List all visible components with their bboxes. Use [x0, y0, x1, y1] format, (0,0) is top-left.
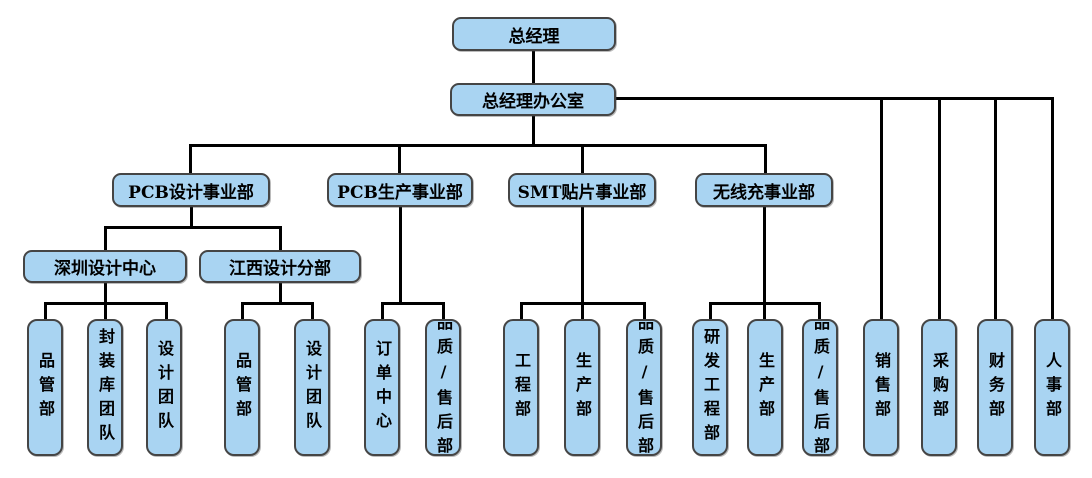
connector-line [381, 302, 384, 319]
node-gm-office: 总经理办公室 [450, 83, 616, 116]
connector-line [1051, 97, 1054, 319]
node-quality-dept-shenzhen: 品管部 [27, 319, 63, 456]
node-jiangxi-design-branch: 江西设计分部 [199, 250, 361, 283]
connector-line [442, 302, 445, 319]
node-smt-division: SMT贴片事业部 [508, 173, 656, 207]
connector-line [279, 226, 282, 251]
connector-line [581, 144, 584, 173]
node-engineering-dept: 工程部 [503, 319, 539, 456]
node-design-team-jiangxi: 设计团队 [294, 319, 330, 456]
connector-line [398, 144, 401, 173]
node-quality-dept-jiangxi: 品管部 [224, 319, 260, 456]
connector-line [399, 207, 402, 305]
connector-line [104, 226, 282, 229]
node-quality-aftersales-pcb: 品质/售后部 [425, 319, 461, 456]
connector-line [709, 302, 821, 305]
node-hr-dept: 人事部 [1034, 319, 1070, 456]
connector-line [764, 144, 767, 173]
connector-line [44, 302, 168, 305]
node-production-dept-wireless: 生产部 [747, 319, 783, 456]
node-finance-dept: 财务部 [977, 319, 1013, 456]
node-shenzhen-design-center: 深圳设计中心 [23, 250, 187, 283]
connector-line [616, 97, 1054, 100]
connector-line [818, 302, 821, 319]
node-order-center: 订单中心 [364, 319, 400, 456]
node-general-manager: 总经理 [452, 17, 616, 51]
node-quality-aftersales-smt: 品质/售后部 [626, 319, 662, 456]
connector-line [763, 207, 766, 319]
connector-line [279, 283, 282, 305]
node-pcb-design-division: PCB设计事业部 [112, 173, 270, 207]
connector-line [532, 51, 535, 83]
connector-line [880, 97, 883, 319]
node-footprint-library-team: 封装库团队 [87, 319, 123, 456]
node-sales-dept: 销售部 [863, 319, 899, 456]
connector-line [520, 302, 523, 319]
connector-line [165, 302, 168, 319]
node-pcb-production-division: PCB生产事业部 [327, 173, 473, 207]
connector-line [643, 302, 646, 319]
connector-line [311, 302, 314, 319]
connector-line [104, 226, 107, 251]
connector-line [532, 116, 535, 147]
connector-line [709, 302, 712, 319]
connector-line [381, 302, 445, 305]
connector-line [190, 207, 193, 229]
connector-line [994, 97, 997, 319]
connector-line [189, 144, 192, 173]
node-rnd-engineering-dept: 研发工程部 [692, 319, 728, 456]
node-design-team-shenzhen: 设计团队 [146, 319, 182, 456]
node-quality-aftersales-wireless: 品质/售后部 [802, 319, 838, 456]
node-wireless-charging-division: 无线充事业部 [695, 173, 833, 207]
connector-line [44, 302, 47, 319]
node-purchasing-dept: 采购部 [921, 319, 957, 456]
connector-line [581, 207, 584, 319]
connector-line [241, 302, 314, 305]
connector-line [938, 97, 941, 319]
connector-line [520, 302, 646, 305]
connector-line [241, 302, 244, 319]
node-production-dept-smt: 生产部 [564, 319, 600, 456]
connector-line [189, 144, 767, 147]
connector-line [104, 283, 107, 319]
